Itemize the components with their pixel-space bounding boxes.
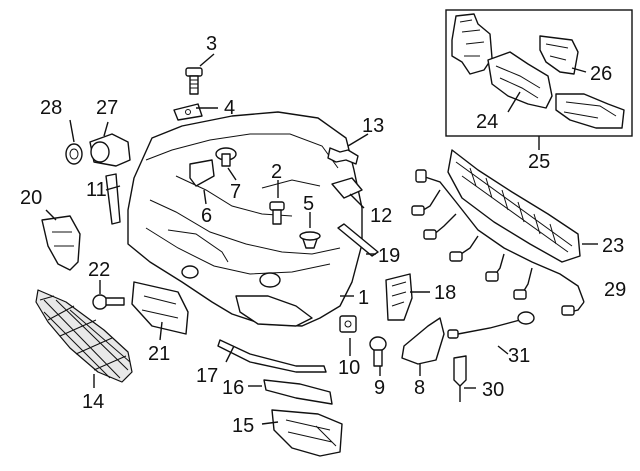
- callout-25: 25: [528, 151, 550, 173]
- callout-29: 29: [604, 279, 626, 301]
- push-pin-part-7: [215, 147, 237, 167]
- absorber-bracket-left-part: [451, 13, 493, 75]
- wiring-harness-part-29: [411, 169, 585, 316]
- callout-7: 7: [230, 181, 241, 203]
- lower-cover-part-15: [271, 409, 343, 457]
- sensor-ring-part-28: [65, 143, 83, 165]
- trim-part-16: [263, 379, 333, 405]
- callout-8: 8: [414, 377, 425, 399]
- callout-12: 12: [370, 205, 392, 227]
- leader-lines: [45, 53, 598, 425]
- license-bracket-part-21: [131, 281, 189, 335]
- trim-strip-part-11: [105, 173, 121, 225]
- grille-part-14: [35, 289, 133, 383]
- callout-14: 14: [82, 391, 104, 413]
- bracket-part-8: [401, 317, 445, 365]
- absorber-bracket-right-part: [539, 35, 579, 75]
- callout-20: 20: [20, 187, 42, 209]
- sensor-part-27: [89, 133, 131, 167]
- callout-13: 13: [362, 115, 384, 137]
- wire-clip-part-13: [327, 147, 359, 165]
- bumper-cover-part: [127, 111, 363, 327]
- callout-15: 15: [232, 415, 254, 437]
- molding-part-17: [217, 339, 327, 373]
- callout-5: 5: [303, 193, 314, 215]
- callout-21: 21: [148, 343, 170, 365]
- inset-box-25: [445, 9, 633, 150]
- grille-insert-part-18: [385, 273, 413, 321]
- callout-24: 24: [476, 111, 498, 133]
- sensor-cable-part-31: [447, 311, 535, 339]
- molding-strip-part-19: [337, 223, 379, 257]
- temperature-sensor-part-30: [453, 355, 467, 402]
- retainer-part-12: [331, 177, 363, 199]
- bolt-part-22: [92, 294, 125, 310]
- callout-2: 2: [271, 161, 282, 183]
- absorber-center-part-24: [487, 51, 553, 109]
- clip-part-6: [189, 159, 215, 187]
- callout-3: 3: [206, 33, 217, 55]
- impact-absorber-part-23: [447, 149, 581, 263]
- callout-27: 27: [96, 97, 118, 119]
- push-rivet-part-5: [299, 231, 321, 249]
- bracket-part-20: [41, 215, 81, 271]
- bolt-part-9: [369, 336, 387, 367]
- callout-6: 6: [201, 205, 212, 227]
- bracket-part-4: [173, 103, 203, 121]
- callout-9: 9: [374, 377, 385, 399]
- absorber-lower-part: [555, 93, 625, 129]
- callout-31: 31: [508, 345, 530, 367]
- callout-labels: 1 2 3 4 5 6 7 8 9 10 11 12 13 14 15 16 1…: [20, 33, 626, 437]
- callout-4: 4: [224, 97, 235, 119]
- callout-1: 1: [358, 287, 369, 309]
- callout-26: 26: [590, 63, 612, 85]
- bolt-part-3: [185, 67, 203, 95]
- callout-22: 22: [88, 259, 110, 281]
- callout-18: 18: [434, 282, 456, 304]
- cap-part-10: [339, 315, 357, 333]
- bolt-part-2: [269, 201, 285, 225]
- callout-10: 10: [338, 357, 360, 379]
- callout-11: 11: [86, 179, 107, 201]
- callout-17: 17: [196, 365, 218, 387]
- callout-30: 30: [482, 379, 504, 401]
- callout-28: 28: [40, 97, 62, 119]
- callout-19: 19: [378, 245, 400, 267]
- callout-23: 23: [602, 235, 624, 257]
- callout-16: 16: [222, 377, 244, 399]
